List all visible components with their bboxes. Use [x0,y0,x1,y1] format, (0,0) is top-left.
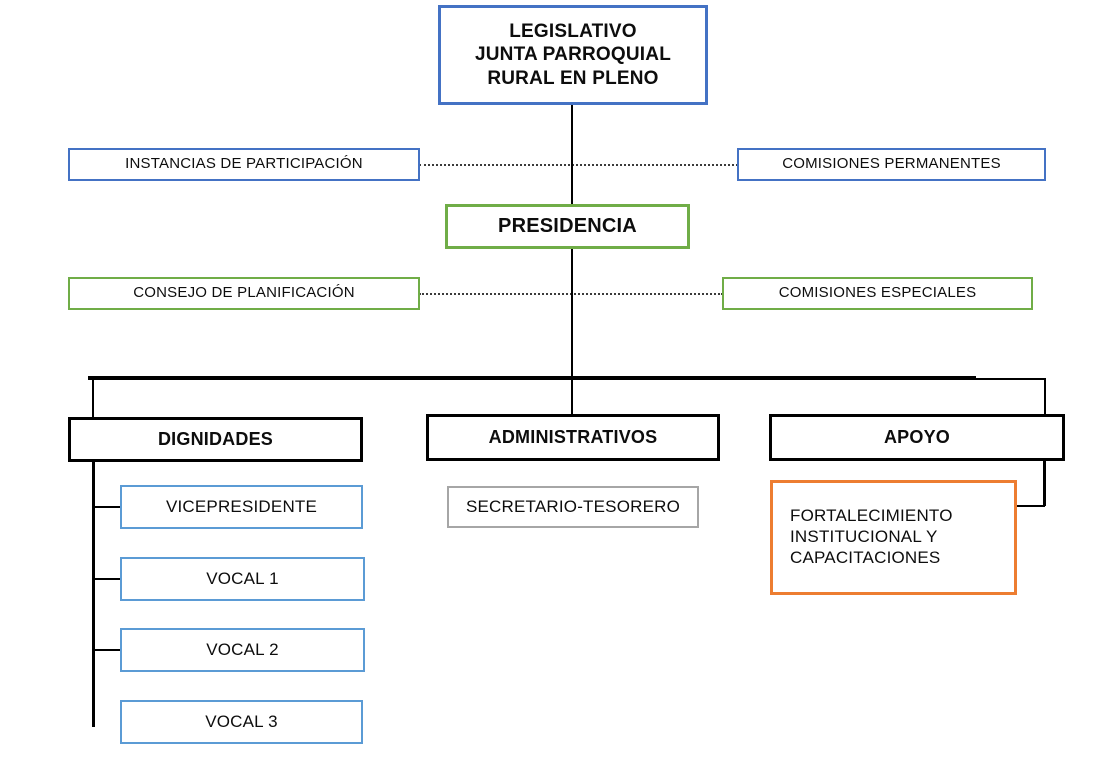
node-presidencia[interactable]: PRESIDENCIA [445,204,690,249]
stub-vicepresidente [92,506,122,508]
dotted-connector-participacion [419,164,738,166]
node-vocal-1-label: VOCAL 1 [206,568,279,588]
node-apoyo[interactable]: APOYO [769,414,1065,461]
node-comisiones-especiales-label: COMISIONES ESPECIALES [778,284,977,302]
connector-bus-apoyo [1044,378,1046,416]
spine-dignidades [92,462,95,727]
node-dignidades[interactable]: DIGNIDADES [68,417,363,462]
node-dignidades-label: DIGNIDADES [157,428,273,449]
node-vocal-3[interactable]: VOCAL 3 [120,700,363,744]
node-comisiones-permanentes-label: COMISIONES PERMANENTES [782,155,1001,173]
node-fortalecimiento-label: FORTALECIMIENTO INSTITUCIONAL Y CAPACITA… [790,506,953,567]
node-vicepresidente[interactable]: VICEPRESIDENTE [120,485,363,529]
node-consejo-planificacion-label: CONSEJO DE PLANIFICACIÓN [133,284,355,302]
main-horizontal-bus-extension [976,378,1046,380]
node-administrativos-label: ADMINISTRATIVOS [488,426,658,447]
node-vocal-2[interactable]: VOCAL 2 [120,628,365,672]
stub-vocal-2 [92,649,123,651]
node-comisiones-especiales[interactable]: COMISIONES ESPECIALES [722,277,1033,310]
node-administrativos[interactable]: ADMINISTRATIVOS [426,414,720,461]
node-consejo-planificacion[interactable]: CONSEJO DE PLANIFICACIÓN [68,277,420,310]
stub-fortalecimiento [1015,505,1045,507]
spine-apoyo [1043,461,1046,506]
node-vicepresidente-label: VICEPRESIDENTE [165,496,318,516]
node-secretario-tesorero[interactable]: SECRETARIO-TESORERO [447,486,699,528]
connector-bus-administrativos [571,378,573,415]
node-comisiones-permanentes[interactable]: COMISIONES PERMANENTES [737,148,1046,181]
node-instancias-participacion-label: INSTANCIAS DE PARTICIPACIÓN [125,155,363,173]
node-legislativo-label: LEGISLATIVO JUNTA PARROQUIAL RURAL EN PL… [474,21,671,89]
node-fortalecimiento[interactable]: FORTALECIMIENTO INSTITUCIONAL Y CAPACITA… [770,480,1017,595]
node-presidencia-label: PRESIDENCIA [498,215,637,238]
node-secretario-tesorero-label: SECRETARIO-TESORERO [465,496,681,516]
connector-bus-dignidades [92,378,94,418]
connector-presidencia-bus [571,249,573,380]
node-vocal-2-label: VOCAL 2 [206,639,279,659]
node-vocal-3-label: VOCAL 3 [205,711,278,731]
node-legislativo[interactable]: LEGISLATIVO JUNTA PARROQUIAL RURAL EN PL… [438,5,708,105]
main-horizontal-bus [88,376,976,380]
stub-vocal-1 [92,578,123,580]
connector-legislativo-presidencia [571,105,573,204]
node-instancias-participacion[interactable]: INSTANCIAS DE PARTICIPACIÓN [68,148,420,181]
node-vocal-1[interactable]: VOCAL 1 [120,557,365,601]
node-apoyo-label: APOYO [883,426,950,447]
